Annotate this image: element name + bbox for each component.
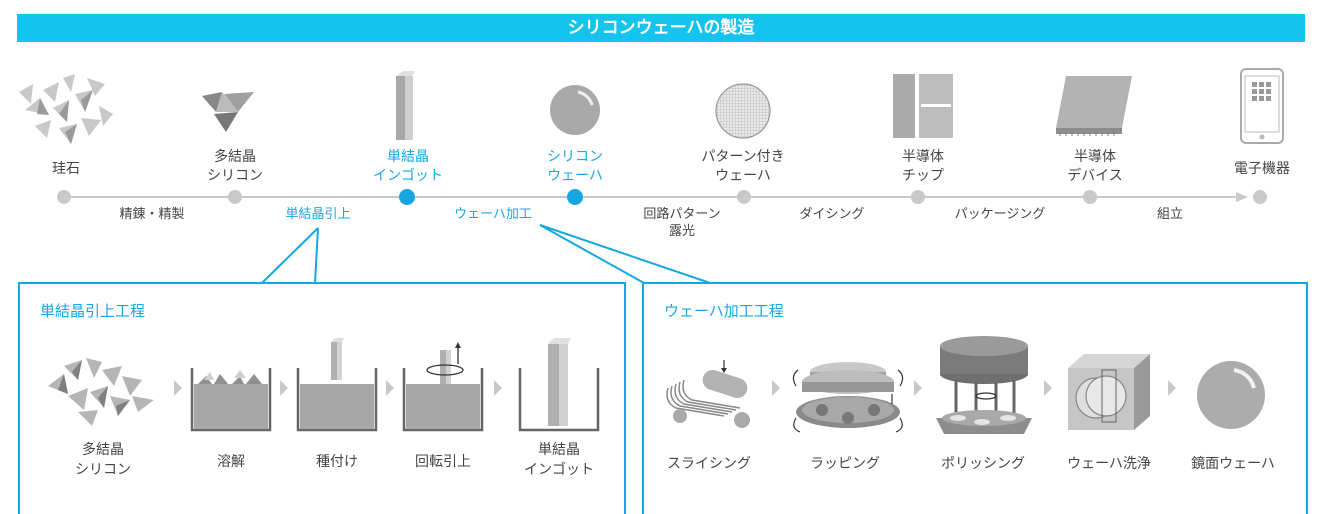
wire-saw-icon [666, 360, 750, 428]
arrow-right-icon [174, 380, 182, 396]
process-label-refining: 精錬・精製 [119, 207, 185, 222]
step-label-ingot: 単結晶インゴット [524, 442, 594, 478]
lapping-machine-icon [792, 362, 904, 433]
ingot-in-crucible-icon [518, 338, 600, 432]
step-label-polishing: ポリッシング [941, 456, 1025, 472]
melting-crucible-icon [190, 368, 272, 432]
timeline-dot [228, 190, 242, 204]
arrow-right-icon [1044, 380, 1052, 396]
tablet-icon [1240, 68, 1284, 144]
step-label-rotation-pull: 回転引上 [415, 454, 471, 470]
polysilicon-pile-icon [48, 358, 154, 426]
stage-label-ingot: 単結晶インゴット [373, 149, 443, 184]
stage-label-patterned-wafer: パターン付きウェーハ [701, 149, 785, 184]
process-label-crystal-pulling: 単結晶引上 [285, 207, 351, 222]
step-label-lapping: ラッピング [810, 456, 880, 472]
stage-label-device: 半導体デバイス [1067, 149, 1123, 184]
timeline-dot [1083, 190, 1097, 204]
polysilicon-icon [202, 92, 254, 132]
step-label-mirror-wafer: 鏡面ウェーハ [1191, 456, 1275, 472]
timeline-dot [911, 190, 925, 204]
arrow-right-icon [1168, 380, 1176, 396]
timeline-dot [57, 190, 71, 204]
quartz-stone-icon [19, 74, 113, 144]
stage-label-quartz: 珪石 [52, 161, 80, 177]
rotation-pull-icon [402, 342, 484, 432]
device-icon [1056, 76, 1132, 136]
timeline-dot [737, 190, 751, 204]
chip-icon [893, 74, 953, 138]
process-label-packaging: パッケージング [954, 207, 1046, 222]
stage-label-wafer: シリコンウェーハ [547, 149, 603, 184]
stage-label-electronics: 電子機器 [1234, 161, 1290, 177]
timeline-dot-active [399, 189, 415, 205]
title-banner: シリコンウェーハの製造 [17, 14, 1305, 42]
arrow-right-icon [386, 380, 394, 396]
arrow-right-icon [280, 380, 288, 396]
process-label-assembly: 組立 [1156, 207, 1183, 222]
arrow-right-icon [914, 380, 922, 396]
crystal-pulling-panel-title: 単結晶引上工程 [40, 302, 146, 320]
polishing-machine-icon [936, 336, 1032, 434]
timeline-dot [1253, 190, 1267, 204]
wafer-icon [550, 85, 600, 135]
cleaning-tank-icon [1068, 354, 1150, 430]
patterned-wafer-icon [715, 83, 771, 139]
seeding-icon [296, 338, 378, 432]
step-label-polysilicon: 多結晶シリコン [75, 442, 131, 478]
stage-label-chip: 半導体チップ [902, 149, 944, 184]
step-label-slicing: スライシング [667, 456, 751, 472]
mirror-wafer-icon [1197, 361, 1265, 429]
timeline-dot-active [567, 189, 583, 205]
stage-label-polysilicon: 多結晶シリコン [207, 149, 263, 184]
process-label-dicing: ダイシング [799, 207, 865, 222]
process-label-exposure: 回路パターン露光 [643, 207, 721, 239]
arrow-right-icon [494, 380, 502, 396]
step-label-seeding: 種付け [316, 454, 358, 470]
process-label-wafer-processing: ウェーハ加工 [454, 207, 532, 222]
step-label-melting: 溶解 [217, 454, 245, 470]
wafer-processing-panel-title: ウェーハ加工工程 [664, 302, 784, 320]
arrow-right-icon [772, 380, 780, 396]
ingot-icon [396, 71, 415, 140]
step-label-cleaning: ウェーハ洗浄 [1067, 456, 1151, 472]
